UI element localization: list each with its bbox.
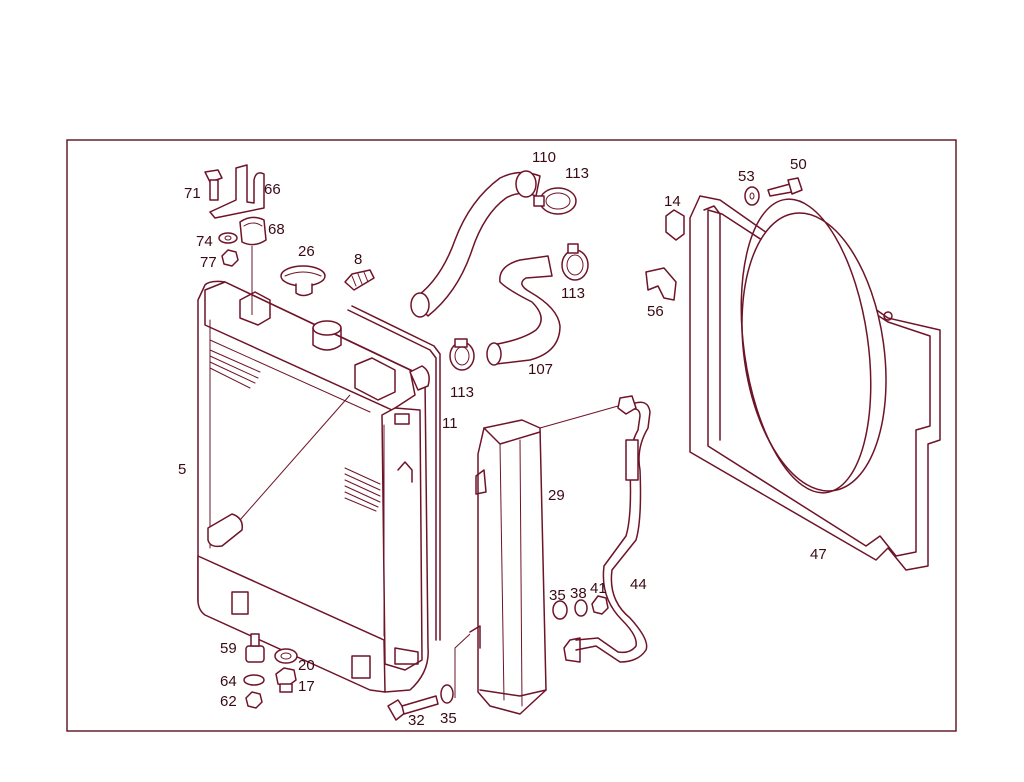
drain-plug (344, 269, 375, 291)
callout-56: 56 (647, 303, 664, 320)
radiator (197, 280, 430, 693)
rubber-sleeve (239, 216, 267, 246)
nut-top (221, 249, 239, 267)
dipstick-tube (347, 309, 437, 641)
callout-38: 38 (570, 585, 587, 602)
callout-26: 26 (298, 243, 315, 260)
rubber-pad (243, 674, 265, 686)
callout-64: 64 (220, 673, 237, 690)
washer-shroud (744, 186, 760, 206)
callout-14: 14 (664, 193, 681, 210)
callout-113-b: 113 (561, 285, 585, 302)
callout-35-upper: 35 (549, 587, 566, 604)
callout-47: 47 (810, 546, 827, 563)
callout-110: 110 (532, 149, 556, 166)
callout-50: 50 (790, 156, 807, 173)
hose-clamp-a (533, 187, 577, 215)
washer-top (218, 232, 238, 244)
bolt (387, 695, 439, 721)
callout-74: 74 (196, 233, 213, 250)
callout-32: 32 (408, 712, 425, 729)
radiator-cap (280, 265, 326, 297)
callout-62: 62 (220, 693, 237, 710)
clip (645, 267, 677, 301)
fan-shroud (689, 195, 941, 571)
screw (767, 177, 803, 197)
callout-44: 44 (630, 576, 647, 593)
callout-68: 68 (268, 221, 285, 238)
callout-53: 53 (738, 168, 755, 185)
callout-5: 5 (178, 461, 186, 478)
callout-11: 11 (442, 415, 458, 432)
callout-29: 29 (548, 487, 565, 504)
rubber-mount (245, 633, 265, 663)
callout-66: 66 (264, 181, 281, 198)
callout-35-lower: 35 (440, 710, 457, 727)
lock-washer (574, 599, 588, 617)
plug (275, 667, 297, 693)
callout-41: 41 (590, 580, 607, 597)
callout-59: 59 (220, 640, 237, 657)
nut (591, 595, 609, 615)
callout-77: 77 (200, 254, 217, 271)
callout-113-a: 113 (565, 165, 589, 182)
callout-71: 71 (184, 185, 201, 202)
diagram-frame (66, 139, 957, 732)
bolt-top (204, 169, 223, 201)
washer-mount (245, 691, 263, 709)
hex-bolt-sleeve (665, 209, 685, 241)
washer-upper (552, 600, 568, 620)
callout-113-c: 113 (450, 384, 474, 401)
callout-107: 107 (528, 361, 553, 378)
washer-lower (440, 684, 454, 704)
bracket (209, 164, 265, 219)
lower-hose (486, 255, 561, 366)
hose-clamp-c (449, 338, 475, 371)
callout-8: 8 (354, 251, 362, 268)
callout-20: 20 (298, 657, 315, 674)
callout-17: 17 (298, 678, 315, 695)
oil-line (563, 395, 651, 663)
oil-cooler (469, 419, 547, 715)
hose-clamp-b (561, 243, 589, 281)
seal-ring (274, 648, 298, 664)
